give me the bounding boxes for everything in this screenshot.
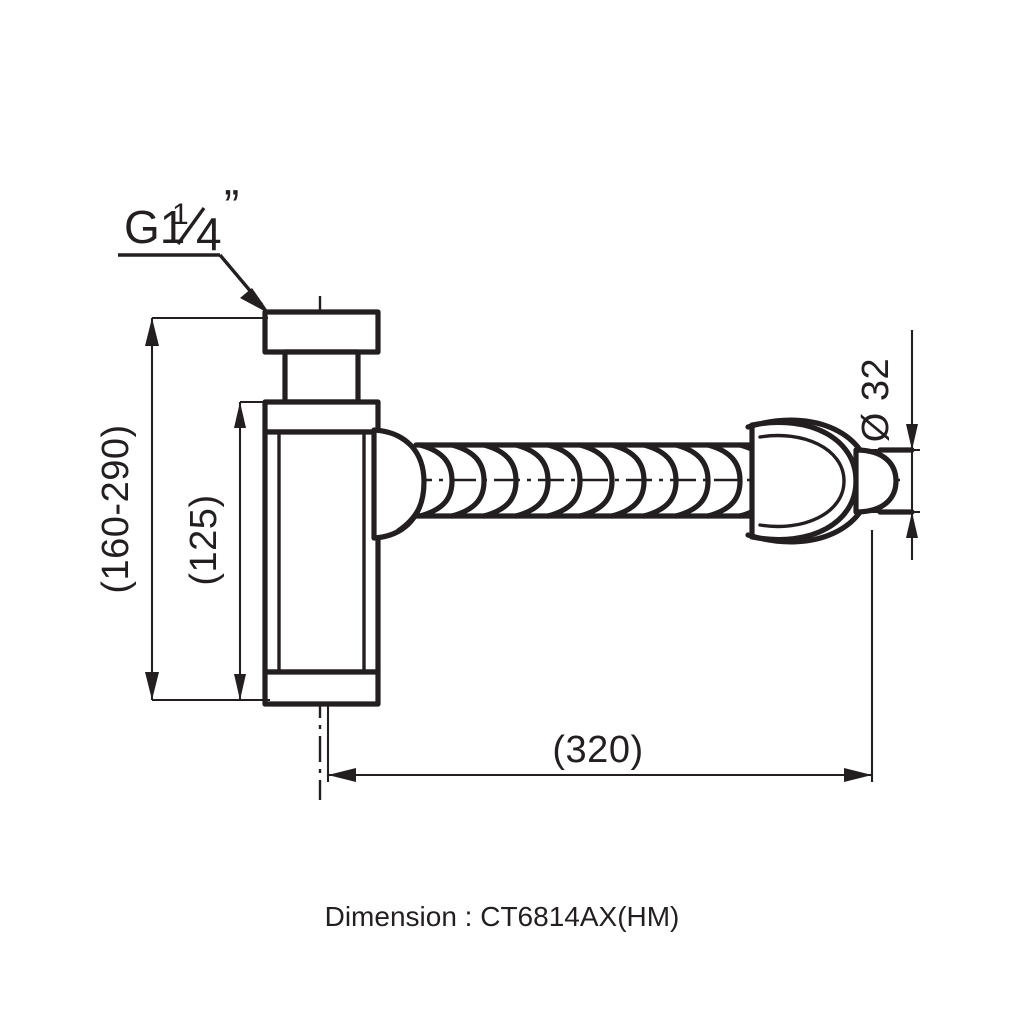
outlet-stub-body bbox=[853, 447, 899, 515]
dimension-overall-height: (160-290) bbox=[95, 316, 268, 702]
body-collar bbox=[262, 399, 381, 435]
outlet-dia-arrow-bottom bbox=[906, 512, 918, 538]
thread-size-base: G1 bbox=[124, 201, 185, 253]
inlet-thread-cap bbox=[262, 309, 381, 405]
wall-flange bbox=[745, 417, 873, 545]
wall-outlet bbox=[853, 447, 915, 515]
inlet-cap-flange bbox=[262, 309, 381, 355]
overall-height-label: (160-290) bbox=[95, 424, 137, 593]
body-base-ring bbox=[262, 669, 381, 707]
trap-body bbox=[262, 399, 381, 707]
projection-length-label: (320) bbox=[552, 729, 643, 771]
flexible-pipe bbox=[413, 442, 775, 519]
drawing-caption: Dimension : CT6814AX(HM) bbox=[325, 901, 680, 932]
body-height-label: (125) bbox=[183, 494, 225, 585]
flange-trim-arc bbox=[758, 433, 846, 529]
ball-joint bbox=[371, 427, 427, 541]
projection-arrow-right bbox=[844, 768, 872, 782]
part-geometry bbox=[262, 309, 915, 707]
callout-thread-size: G1 1 4 ” bbox=[118, 180, 270, 314]
thread-size-denominator: 4 bbox=[196, 208, 222, 260]
thread-size-fraction-slash bbox=[176, 207, 206, 245]
thread-size-numerator: 1 bbox=[172, 198, 189, 231]
thread-size-unit-mark: ” bbox=[224, 180, 239, 232]
dimension-body-height: (125) bbox=[183, 400, 270, 702]
body-height-arrow-bottom bbox=[234, 674, 246, 700]
body-height-arrow-top bbox=[234, 402, 246, 428]
outlet-dia-arrow-top bbox=[906, 424, 918, 450]
dimension-outlet-diameter: Ø 32 bbox=[855, 330, 920, 560]
overall-height-arrow-top bbox=[145, 318, 159, 346]
pipe-corrugation-ribs bbox=[417, 442, 775, 519]
thread-callout-arrow bbox=[240, 288, 270, 314]
ball-joint-inner-arc bbox=[396, 435, 426, 532]
center-lines bbox=[318, 296, 900, 800]
body-cylinder bbox=[262, 429, 381, 675]
inlet-neck bbox=[282, 349, 361, 405]
overall-height-arrow-bottom bbox=[145, 672, 159, 700]
projection-arrow-left bbox=[328, 768, 356, 782]
dimension-projection-length: (320) bbox=[326, 530, 874, 782]
outlet-diameter-label: Ø 32 bbox=[855, 358, 897, 442]
